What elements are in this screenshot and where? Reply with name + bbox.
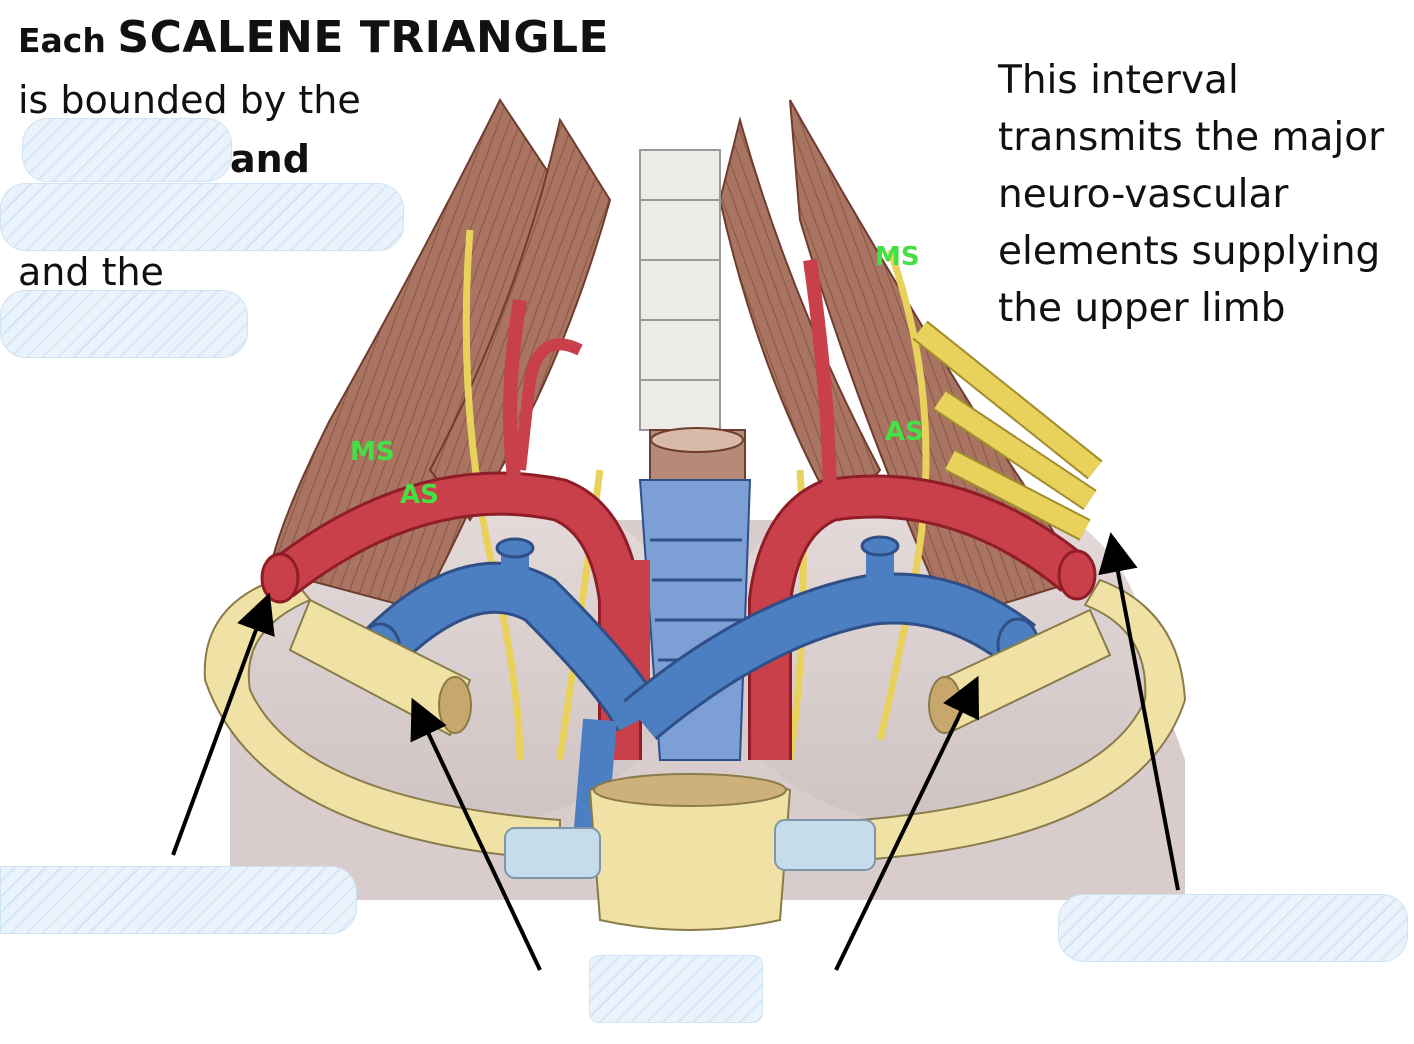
arrow-brachial-plexus: [1098, 532, 1180, 891]
ms-left-tag: MS: [350, 437, 395, 467]
heading-line4: and the: [18, 250, 164, 294]
ms-right-tag: MS: [875, 242, 920, 272]
right-subclavian-artery-end: [1057, 549, 1097, 601]
left-costal-cartilage: [504, 827, 601, 879]
right-clavicle-cut: [938, 608, 1112, 732]
left-vertebral-artery: [514, 338, 583, 471]
answer-blank-artery[interactable]: [0, 866, 357, 934]
left-common-carotid: [503, 298, 527, 512]
arrow-subclavian-artery: [171, 592, 275, 856]
heading: Each SCALENE TRIANGLE: [18, 12, 609, 63]
cervical-vertebrae: [639, 149, 721, 431]
answer-blank-2[interactable]: [0, 183, 404, 251]
left-phrenic-nerve: [462, 229, 524, 761]
right-phrenic-nerve: [876, 248, 930, 741]
answer-blank-clavicle[interactable]: [589, 955, 763, 1023]
right-common-carotid: [803, 259, 837, 511]
heading-line3: and: [230, 137, 310, 181]
as-left-tag: AS: [400, 480, 439, 510]
arrow-left-clavicle: [410, 697, 542, 971]
heading-line2: is bounded by the: [18, 78, 361, 122]
brachial-plexus: [912, 320, 1103, 541]
answer-blank-plexus[interactable]: [1058, 894, 1408, 962]
as-right-tag: AS: [885, 417, 924, 447]
heading-prefix: Each: [18, 21, 106, 60]
answer-blank-3[interactable]: [0, 290, 248, 358]
right-costal-cartilage: [774, 819, 876, 871]
answer-blank-1[interactable]: [22, 118, 232, 182]
right-note: This interval transmits the major neuro-…: [998, 58, 1385, 331]
arrow-right-clavicle: [834, 675, 980, 971]
heading-title: SCALENE TRIANGLE: [117, 12, 610, 63]
left-subclavian-artery-end: [260, 552, 300, 604]
right-first-rib: [859, 578, 1187, 862]
